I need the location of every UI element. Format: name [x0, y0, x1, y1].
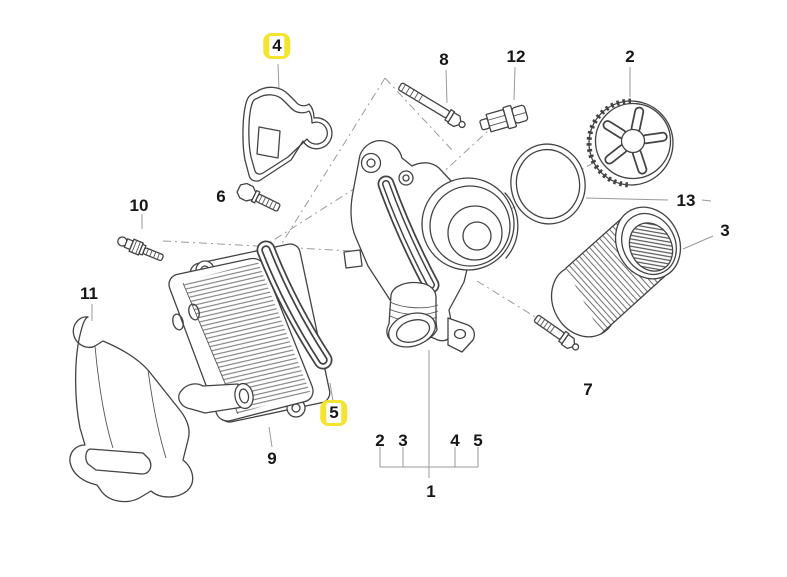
callout-10[interactable]: 10 [129, 196, 149, 215]
legend-item-4[interactable]: 4 [450, 431, 460, 450]
legend-bracket [379, 350, 479, 478]
callout-4[interactable]: 4 [263, 33, 291, 59]
callout-3[interactable]: 3 [720, 221, 730, 240]
part-13-oring-drawing [510, 143, 586, 225]
callout-5[interactable]: 5 [320, 400, 348, 426]
part-7-bolt-drawing [533, 314, 580, 351]
part-4-profile-gasket-drawing [242, 86, 333, 182]
callout-12[interactable]: 12 [506, 47, 526, 66]
legend-item-5[interactable]: 5 [473, 431, 483, 450]
callout-9[interactable]: 9 [267, 449, 277, 468]
part-1-filter-housing-drawing [343, 139, 519, 353]
legend-assembly-1[interactable]: 1 [426, 482, 436, 501]
part-11-cover-drawing [69, 316, 194, 503]
part-9-oil-cooler-drawing [168, 243, 331, 423]
callout-6[interactable]: 6 [216, 187, 226, 206]
callout-2[interactable]: 2 [625, 47, 635, 66]
callout-13[interactable]: 13 [676, 191, 696, 210]
legend-item-2[interactable]: 2 [375, 431, 385, 450]
part-8-bolt-drawing [398, 82, 466, 129]
callout-11[interactable]: 11 [80, 284, 98, 303]
part-12-sensor-drawing [479, 104, 529, 133]
part-5-gasket-drawing [256, 240, 333, 370]
legend-item-3[interactable]: 3 [398, 431, 408, 450]
callout-7[interactable]: 7 [583, 380, 593, 399]
callout-8[interactable]: 8 [439, 50, 449, 69]
leader-lines [91, 63, 714, 448]
part-2-filter-cap-drawing [586, 98, 674, 188]
part-10-valve-drawing [117, 236, 164, 262]
part-6-bolt-drawing [236, 182, 281, 212]
part-3-filter-element-drawing [550, 206, 682, 338]
